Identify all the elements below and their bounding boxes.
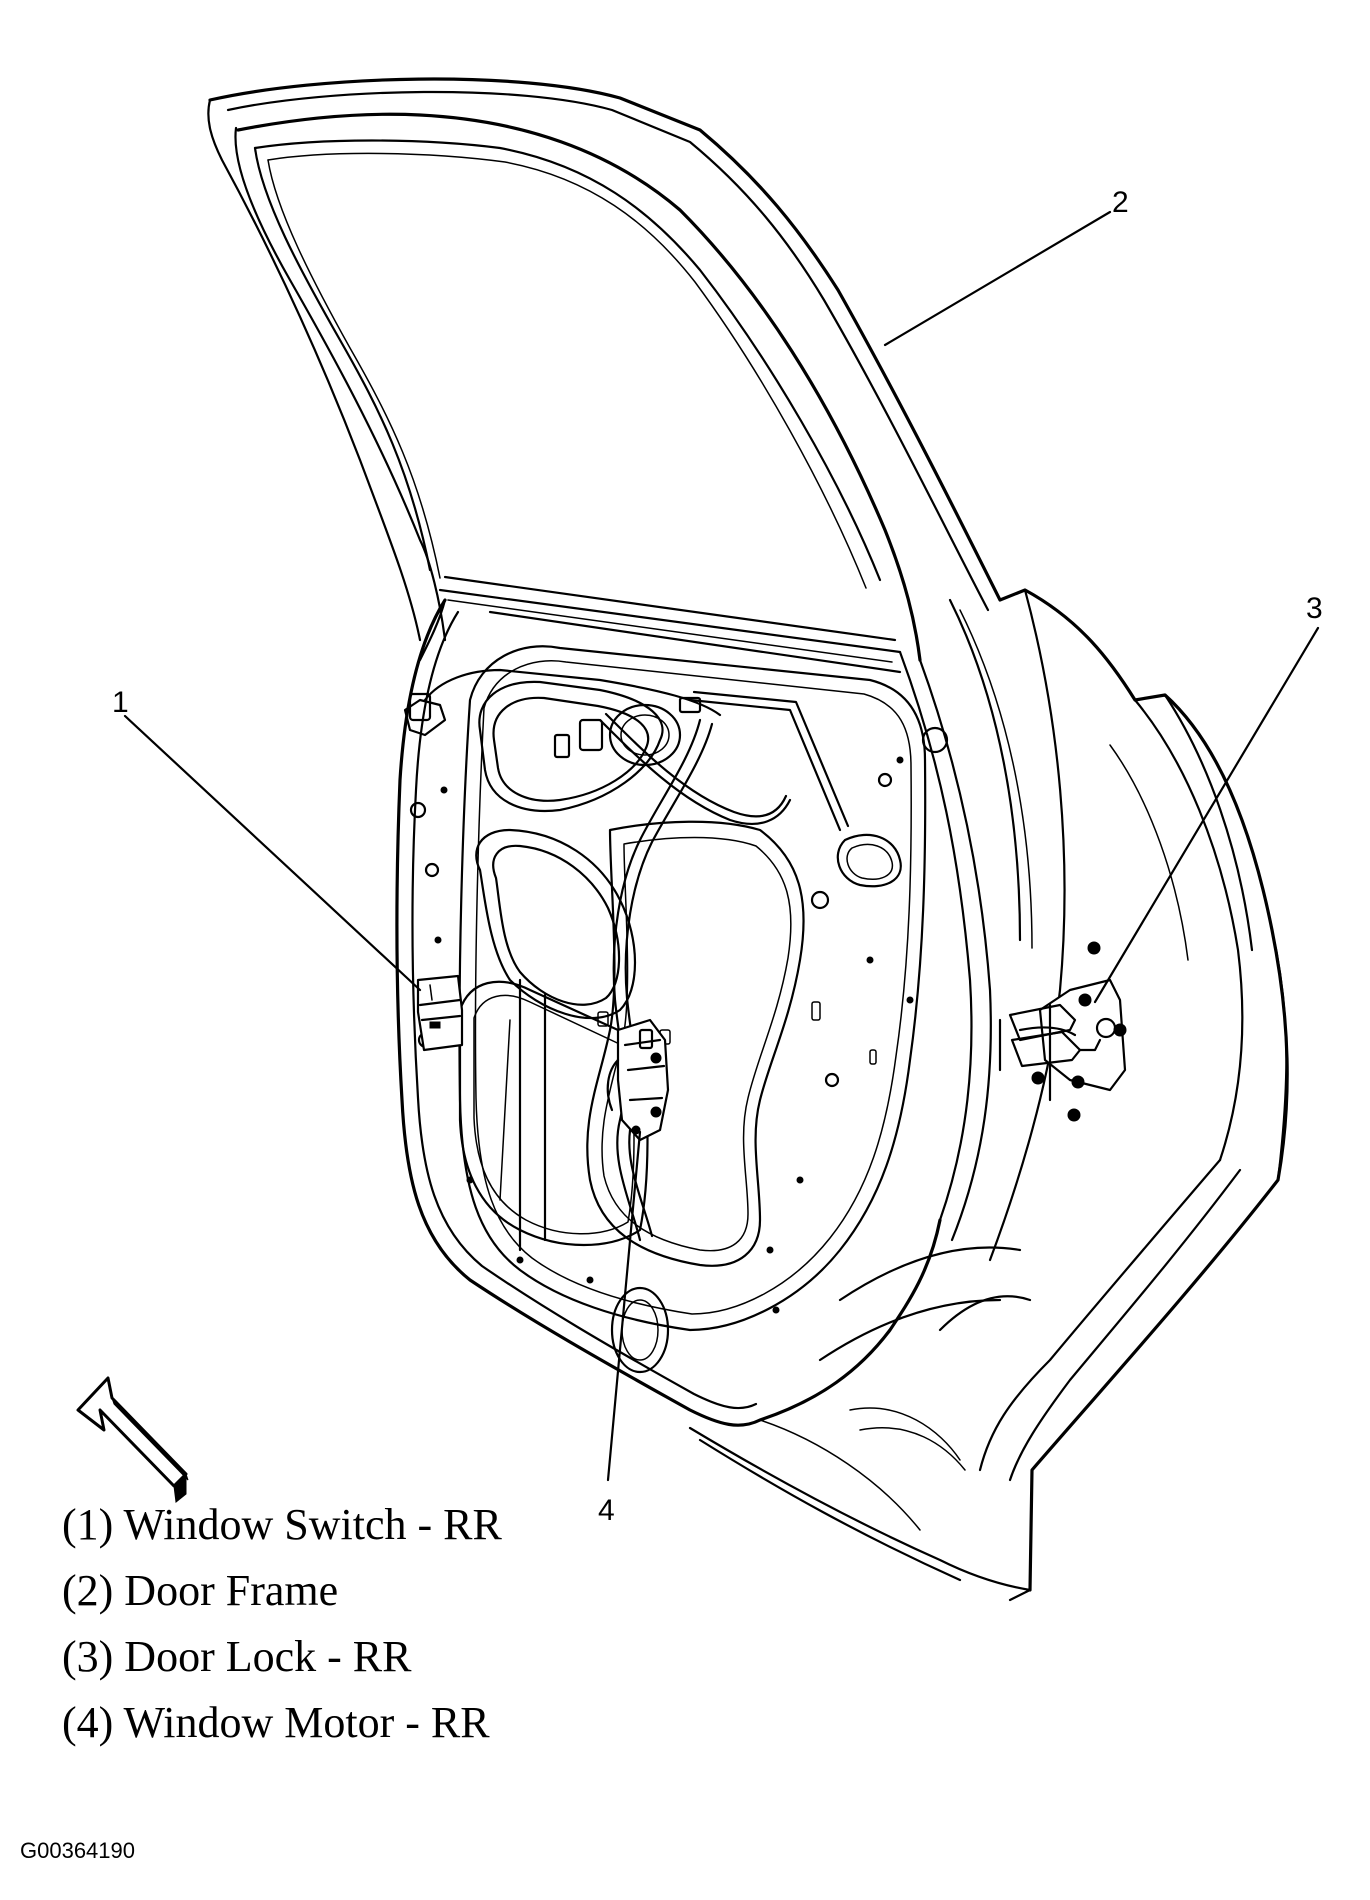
- legend-item-window-motor: (4) Window Motor - RR: [62, 1698, 490, 1747]
- inner-door-panel: [395, 598, 949, 1427]
- legend-item-door-frame: (2) Door Frame: [62, 1566, 339, 1615]
- arrow-up-left-icon: [76, 1376, 189, 1503]
- callout-3: 3: [1306, 592, 1323, 625]
- window-motor: [606, 1018, 670, 1142]
- legend-item-window-switch: (1) Window Switch - RR: [62, 1500, 502, 1549]
- callout-1: 1: [112, 686, 129, 719]
- window-switch: [416, 974, 464, 1052]
- legend-item-door-lock: (3) Door Lock - RR: [62, 1632, 412, 1681]
- door-frame: [207, 77, 1289, 1602]
- figure-id: G00364190: [20, 1838, 135, 1863]
- callout-4: 4: [598, 1494, 615, 1527]
- door-lock: [998, 941, 1127, 1122]
- wiring-harness: [408, 668, 850, 1242]
- callout-2: 2: [1112, 186, 1129, 219]
- callout-leaders: [123, 210, 1320, 1482]
- legend: (1) Window Switch - RR (2) Door Frame (3…: [62, 1492, 502, 1756]
